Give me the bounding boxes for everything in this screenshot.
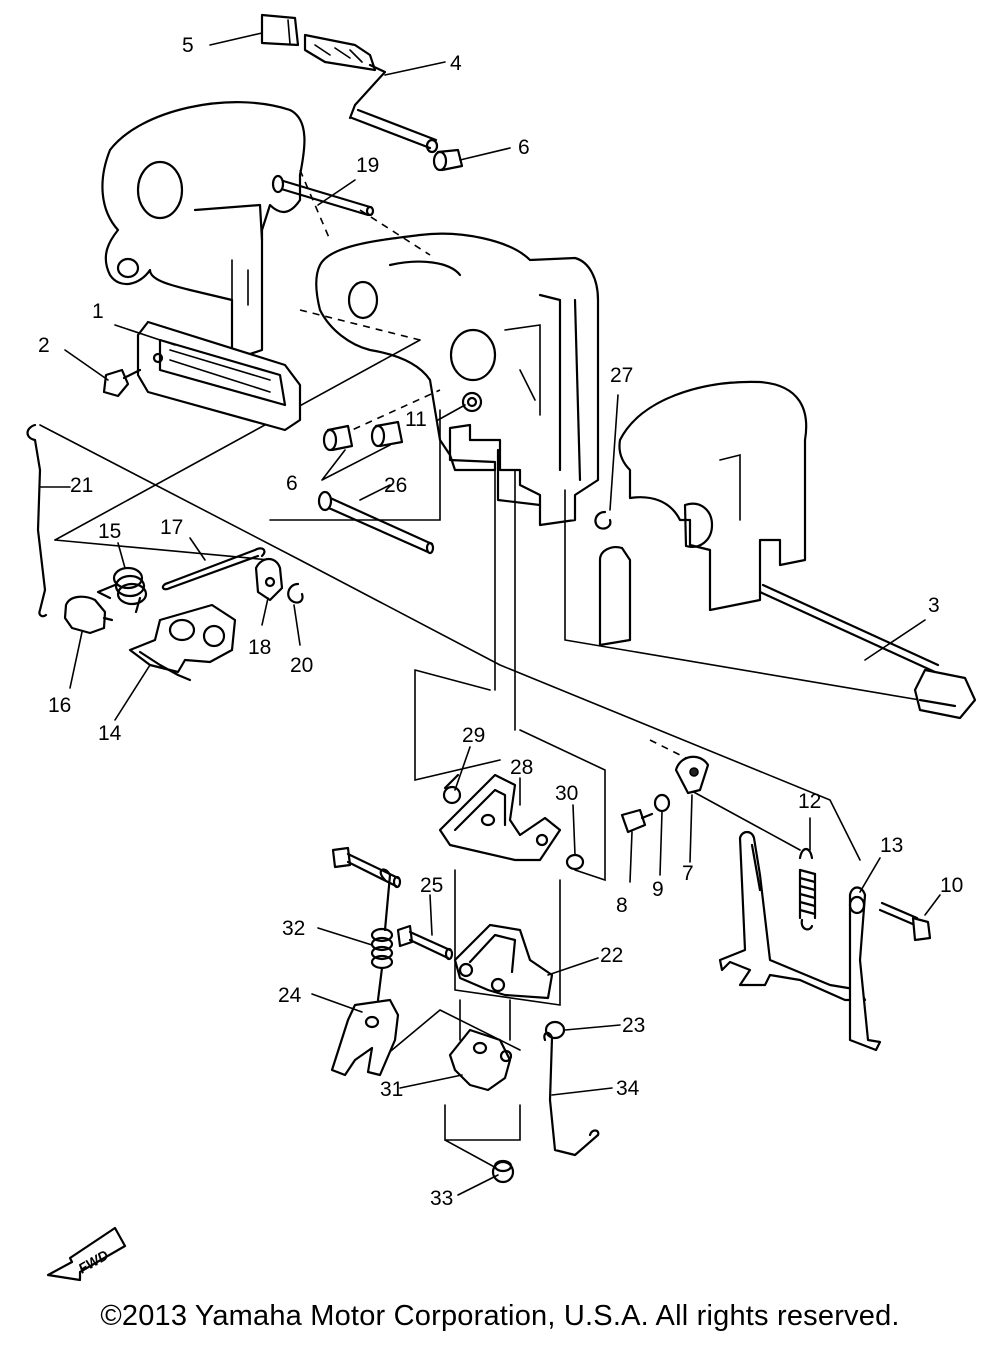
part-12-spring	[798, 847, 817, 931]
right-clamp-bracket	[598, 380, 808, 647]
swivel-bracket	[315, 232, 600, 527]
label-24: 24	[278, 984, 302, 1007]
label-4: 4	[450, 52, 462, 75]
label-11: 11	[405, 408, 427, 431]
leader-lines	[39, 32, 941, 1196]
label-15: 15	[98, 520, 121, 543]
label-17: 17	[160, 516, 183, 539]
part-32-spring	[370, 868, 394, 1002]
label-5: 5	[182, 34, 194, 57]
label-33: 33	[430, 1187, 453, 1210]
label-31: 31	[380, 1078, 403, 1101]
assembly-lines	[39, 169, 921, 1171]
part-7-plate	[674, 755, 710, 795]
part-6-mid-bushings	[322, 420, 404, 452]
copyright-notice: ©2013 Yamaha Motor Corporation, U.S.A. A…	[100, 1300, 900, 1332]
part-19-pin	[271, 174, 375, 217]
label-14: 14	[98, 722, 122, 745]
part-14-bracket	[128, 603, 237, 682]
part-24-fork	[330, 998, 400, 1077]
part-15-spring	[96, 566, 148, 614]
part-28-bracket	[438, 773, 562, 862]
label-8: 8	[616, 894, 628, 917]
label-25: 25	[420, 874, 443, 897]
label-21: 21	[70, 474, 93, 497]
part-25-bolt	[396, 924, 454, 961]
label-9: 9	[652, 878, 664, 901]
part-20-clip	[287, 582, 304, 604]
part-21-wire	[26, 423, 48, 618]
part-23-washer	[544, 1020, 566, 1040]
fwd-arrow: FWD	[46, 1226, 127, 1282]
label-19: 19	[356, 154, 379, 177]
label-18: 18	[248, 636, 271, 659]
label-6-top: 6	[518, 136, 530, 159]
part-16-knob	[63, 595, 114, 635]
label-23: 23	[622, 1014, 645, 1037]
label-16: 16	[48, 694, 71, 717]
label-7: 7	[682, 862, 694, 885]
part-17-spring-wire	[161, 547, 266, 591]
part-9-washer	[653, 793, 671, 813]
part-34-wire	[543, 1031, 600, 1157]
label-30: 30	[555, 782, 578, 805]
label-29: 29	[462, 724, 485, 747]
part-labels: 5 4 6 19 1 2 27 11 21 6 26 15 17 3 18 20…	[38, 34, 963, 1210]
part-13-link	[848, 895, 866, 915]
label-1: 1	[92, 300, 104, 323]
upper-pin	[331, 846, 402, 889]
label-27: 27	[610, 364, 633, 387]
part-6-top-bushing	[432, 148, 464, 172]
part-18-plate	[254, 557, 284, 602]
part-3-rod	[758, 583, 977, 720]
part-1-plate	[136, 320, 302, 432]
label-22: 22	[600, 944, 623, 967]
label-2: 2	[38, 334, 50, 357]
part-26-pin	[317, 490, 435, 555]
part-8-bolt	[620, 808, 654, 834]
part-5-grip	[260, 13, 300, 47]
label-32: 32	[282, 917, 305, 940]
part-2-bolt	[102, 368, 142, 398]
shift-lever	[718, 830, 882, 1052]
label-3: 3	[928, 594, 940, 617]
part-31-plate	[448, 1028, 513, 1092]
part-4-lever	[303, 33, 439, 154]
left-clamp-bracket	[101, 101, 306, 362]
label-34: 34	[616, 1077, 640, 1100]
label-26: 26	[384, 474, 407, 497]
part-27-clip	[594, 510, 612, 530]
label-6-mid: 6	[286, 472, 298, 495]
part-11-washer	[461, 391, 483, 413]
part-33-bushing	[491, 1159, 515, 1184]
label-10: 10	[940, 874, 963, 897]
label-20: 20	[290, 654, 313, 677]
part-10-bolt	[878, 901, 932, 942]
label-13: 13	[880, 834, 903, 857]
part-30-nut	[565, 853, 585, 871]
label-12: 12	[798, 790, 821, 813]
label-28: 28	[510, 756, 533, 779]
part-29-fitting	[442, 773, 462, 805]
part-22-bracket	[453, 923, 554, 1000]
